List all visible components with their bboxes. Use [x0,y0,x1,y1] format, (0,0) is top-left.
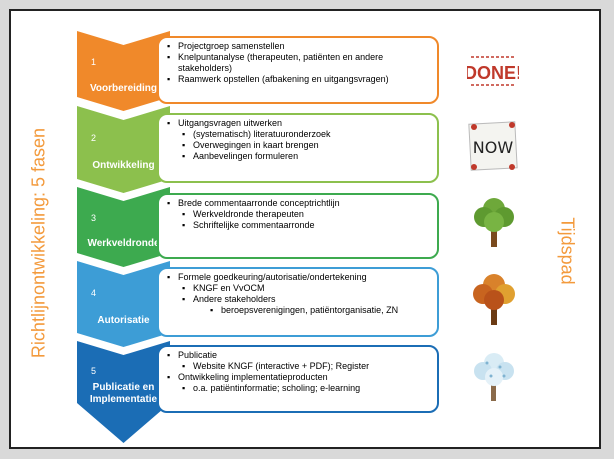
summer-tree-icon [469,195,519,249]
chevron-shape [77,261,170,347]
phase-name: Publicatie en Implementatie [89,382,158,405]
phase-2-chevron: 2 Ontwikkeling [77,106,170,193]
phase-1-chevron: 1 Voorbereiding [77,31,170,111]
chevron-shape [77,187,170,267]
list-item: Raamwerk opstellen (afbakening en uitgan… [165,74,431,85]
phase-5-box: Publicatie Website KNGF (interactive + P… [157,345,439,413]
phase-3-box: Brede commentaarronde conceptrichtlijn W… [157,193,439,259]
list-item: Brede commentaarronde conceptrichtlijn [165,198,431,209]
list-item: Andere stakeholders [165,294,431,305]
autumn-tree-icon [469,271,519,327]
phase-number: 5 [91,366,97,376]
winter-tree-icon [469,349,519,403]
list-item: Formele goedkeuring/autorisatie/ondertek… [165,272,431,283]
list-item: Projectgroep samenstellen [165,41,431,52]
list-item: o.a. patiëntinformatie; scholing; e-lear… [165,383,431,394]
list-item: beroepsverenigingen, patiëntorganisatie,… [165,305,431,316]
list-item: Website KNGF (interactive + PDF); Regist… [165,361,431,372]
phase-name: Voorbereiding [89,83,158,94]
phase-number: 3 [91,213,97,223]
phase-number: 1 [91,57,97,67]
phase-number: 2 [91,133,97,143]
phase-name: Autorisatie [97,315,150,326]
chevron-shape [77,106,170,193]
list-item: Knelpuntanalyse (therapeuten, patiënten … [165,52,431,74]
right-title-text: Tijdspad [557,217,578,285]
phase-number: 4 [91,288,97,298]
phase-5-chevron: 5 Publicatie en Implementatie [77,341,170,443]
chevron-shape [77,31,170,111]
phase-1-box: Projectgroep samenstellen Knelpuntanalys… [157,36,439,104]
list-item: Schriftelijke commentaarronde [165,220,431,231]
now-note-icon: NOW [464,115,522,177]
svg-text:DONE!: DONE! [467,63,519,83]
list-item: Aanbevelingen formuleren [165,151,431,162]
list-item: Werkveldronde therapeuten [165,209,431,220]
list-item: (systematisch) literatuuronderzoek [165,129,431,140]
phase-4-box: Formele goedkeuring/autorisatie/ondertek… [157,267,439,337]
phase-name: Ontwikkeling [92,160,155,171]
chevron-shape [77,341,170,443]
svg-text:NOW: NOW [473,138,514,157]
slide: Richtlijnontwikkeling: 5 fasen Tijdspad … [9,9,601,449]
list-item: Ontwikkeling implementatieproducten [165,372,431,383]
phase-3-chevron: 3 Werkveldronde [77,187,170,267]
done-stamp-icon: DONE! [464,51,522,91]
list-item: Overwegingen in kaart brengen [165,140,431,151]
phase-2-box: Uitgangsvragen uitwerken (systematisch) … [157,113,439,183]
side-title-text: Richtlijnontwikkeling: 5 fasen [28,127,49,359]
list-item: Uitgangsvragen uitwerken [165,118,431,129]
list-item: Publicatie [165,350,431,361]
list-item: KNGF en VvOCM [165,283,431,294]
phase-4-chevron: 4 Autorisatie [77,261,170,347]
phase-name: Werkveldronde [87,238,160,249]
